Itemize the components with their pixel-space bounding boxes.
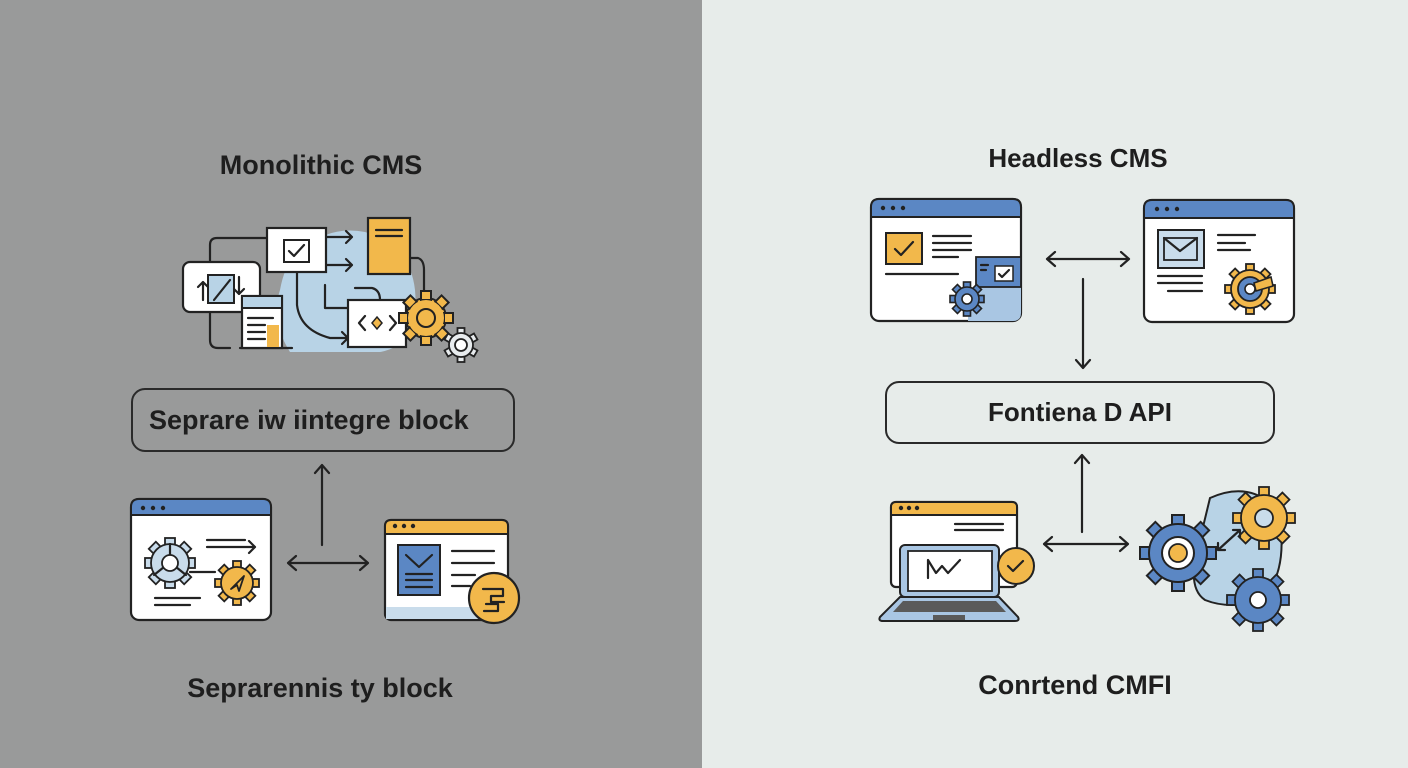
monolithic-caption: Seprarennis ty block: [187, 673, 453, 703]
gear-icon-small: [443, 327, 479, 363]
checkbox-window-icon: [265, 226, 328, 274]
vertical-arrow: [313, 463, 331, 547]
headless-illustration: [869, 197, 1296, 632]
mail-window-icon: [1142, 198, 1296, 324]
settings-window-icon: [129, 497, 273, 622]
laptop-dashboard-icon: [878, 500, 1035, 622]
integrated-block: Seprare iw iintegre block: [131, 388, 515, 452]
headless-cms-title: Headless CMS: [988, 143, 1168, 173]
sync-window-icon: [181, 260, 262, 314]
monolithic-cms-panel: Monolithic CMS: [0, 0, 702, 768]
up-arrow: [1073, 453, 1091, 534]
gear-icon-orange: [398, 290, 454, 346]
document-icon: [366, 216, 412, 276]
content-window-icon: [383, 518, 521, 625]
frontend-api-block: Fontiena D API: [885, 381, 1275, 444]
horizontal-double-arrow: [286, 554, 370, 572]
code-window-icon: [346, 298, 408, 349]
page-list-icon: [240, 294, 284, 350]
top-double-arrow: [1045, 250, 1131, 268]
bottom-double-arrow: [1042, 535, 1130, 553]
down-arrow: [1074, 277, 1092, 370]
monolithic-illustration: [129, 216, 521, 625]
headless-cms-panel: Headless CMS: [702, 0, 1408, 768]
headless-caption: Conrtend CMFI: [978, 670, 1172, 700]
editor-window-icon: [869, 197, 1023, 323]
monolithic-cms-title: Monolithic CMS: [219, 150, 423, 180]
services-gears-icon: [1139, 486, 1296, 632]
